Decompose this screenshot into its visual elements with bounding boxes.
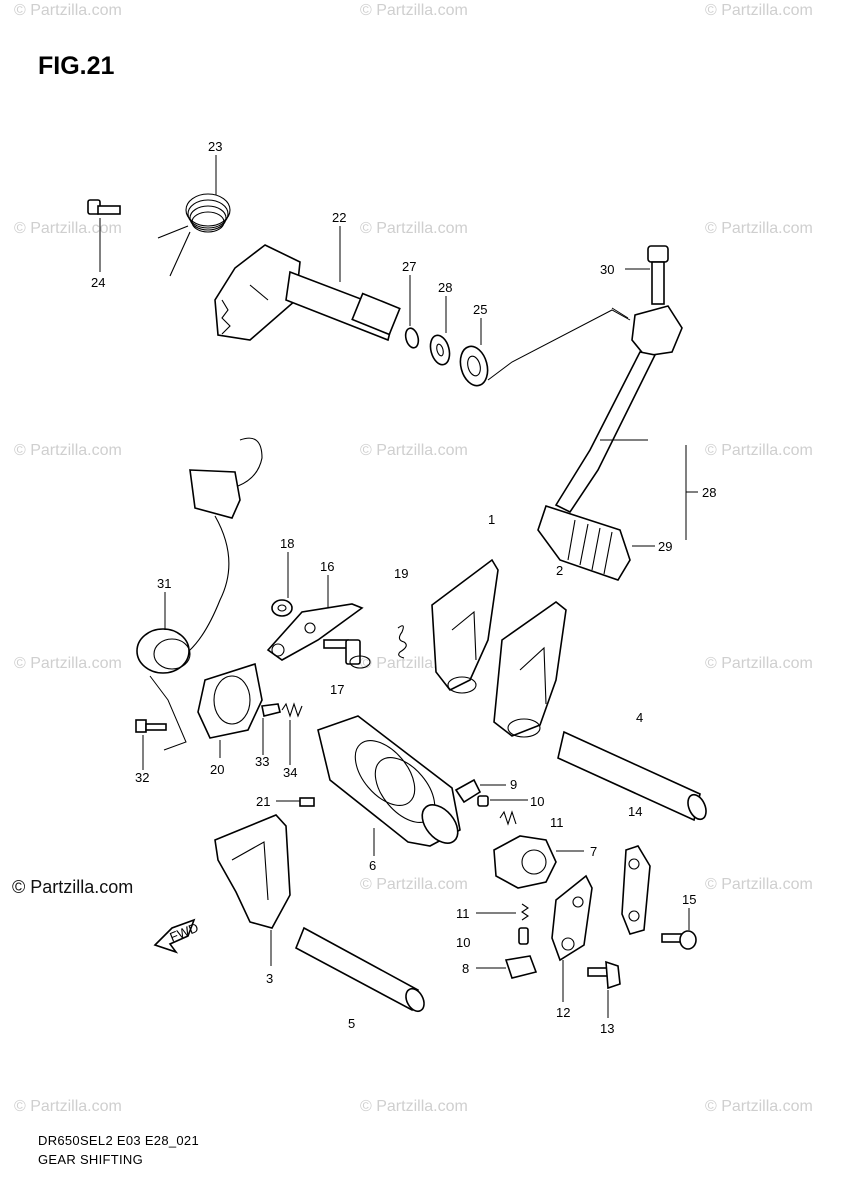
callout-25: 25: [473, 302, 487, 317]
watermark: © Partzilla.com: [360, 220, 468, 237]
watermark: © Partzilla.com: [14, 2, 122, 19]
part-32-screw[interactable]: [135, 719, 167, 733]
part-30-pedal-bolt[interactable]: [647, 245, 669, 305]
copyright-notice: © Partzilla.com: [12, 877, 134, 897]
watermark: © Partzilla.com: [705, 220, 813, 237]
part-19-spring[interactable]: [397, 625, 407, 659]
leader-line: [611, 307, 629, 319]
callout-11: 11: [550, 815, 564, 830]
part-34-spring[interactable]: [281, 702, 303, 718]
part-16-stopper-plate[interactable]: [266, 603, 364, 661]
watermark: © Partzilla.com: [705, 876, 813, 893]
callout-4: 4: [636, 710, 643, 725]
watermark: © Partzilla.com: [360, 2, 468, 19]
part-6-gearshift-cam[interactable]: [317, 715, 465, 850]
callout-24: 24: [91, 275, 105, 290]
part-21-pin[interactable]: [299, 797, 315, 807]
watermark: © Partzilla.com: [705, 2, 813, 19]
callout-20: 20: [210, 762, 224, 777]
callout-34: 34: [283, 765, 297, 780]
callout-16: 16: [320, 559, 334, 574]
callout-2: 2: [556, 563, 563, 578]
figure-title: FIG.21: [38, 52, 115, 80]
part-18-washer[interactable]: [271, 599, 293, 617]
part-10-pin-lower[interactable]: [518, 927, 529, 945]
part-stopper-plate-right[interactable]: [621, 845, 651, 935]
part-28-gearshift-lever[interactable]: [554, 305, 683, 514]
watermark: © Partzilla.com: [705, 1098, 813, 1115]
part-11-spring-lower[interactable]: [521, 903, 529, 921]
callout-30: 30: [600, 262, 614, 277]
part-7-gearshift-cam-driven-gear[interactable]: [493, 835, 557, 889]
part-1-gearshift-fork[interactable]: [431, 558, 499, 694]
part-3-gearshift-fork[interactable]: [214, 814, 291, 929]
callout-9: 9: [510, 777, 517, 792]
part-13-bolt[interactable]: [587, 960, 621, 990]
callout-13: 13: [600, 1021, 614, 1036]
part-25-oil-seal[interactable]: [456, 343, 491, 388]
callout-18: 18: [280, 536, 294, 551]
part-4-fork-shaft[interactable]: [557, 730, 710, 822]
leader-line: [149, 675, 187, 751]
callout-11-lower: 11: [456, 906, 470, 921]
callout-33: 33: [255, 754, 269, 769]
callout-28-lever: 28: [702, 485, 716, 500]
callout-28-washer: 28: [438, 280, 452, 295]
forward-arrow-label: FWD: [168, 920, 201, 945]
callout-27: 27: [402, 259, 416, 274]
callout-1: 1: [488, 512, 495, 527]
callout-3: 3: [266, 971, 273, 986]
part-8-pawl[interactable]: [504, 955, 538, 979]
part-28-washer[interactable]: [427, 333, 452, 367]
callout-8: 8: [462, 961, 469, 976]
callout-5: 5: [348, 1016, 355, 1031]
watermark: © Partzilla.com: [14, 1098, 122, 1115]
watermark: © Partzilla.com: [360, 1098, 468, 1115]
part-22-gearshift-shaft[interactable]: [214, 244, 401, 342]
part-11-spring[interactable]: [499, 810, 517, 826]
watermark: © Partzilla.com: [360, 876, 468, 893]
part-15-bolt[interactable]: [661, 930, 697, 950]
callout-14: 14: [628, 804, 642, 819]
watermark: © Partzilla.com: [14, 220, 122, 237]
part-20-gear-shift-cam-guide[interactable]: [197, 662, 263, 739]
part-10-pin[interactable]: [477, 795, 489, 807]
part-17-bolt[interactable]: [323, 639, 371, 669]
watermark: © Partzilla.com: [705, 655, 813, 672]
part-23-return-spring[interactable]: [157, 193, 231, 277]
callout-labels: 1 2 3 4 5 6 7 8 9 10 10 11 11 12 13 14 1…: [91, 139, 716, 1036]
callout-22: 22: [332, 210, 346, 225]
part-31-gear-position-switch[interactable]: [136, 437, 263, 674]
callout-10: 10: [530, 794, 544, 809]
part-2-gearshift-fork[interactable]: [493, 601, 567, 738]
part-29-pedal-rubber[interactable]: [537, 504, 631, 581]
callout-6: 6: [369, 858, 376, 873]
callout-21: 21: [256, 794, 270, 809]
callout-23: 23: [208, 139, 222, 154]
callout-7: 7: [590, 844, 597, 859]
part-5-fork-shaft[interactable]: [294, 926, 428, 1014]
model-code: DR650SEL2 E03 E28_021: [38, 1133, 199, 1148]
watermark: © Partzilla.com: [705, 442, 813, 459]
watermark: © Partzilla.com: [14, 655, 122, 672]
callout-15: 15: [682, 892, 696, 907]
callout-19: 19: [394, 566, 408, 581]
leader-line: [487, 309, 631, 381]
section-name: GEAR SHIFTING: [38, 1152, 144, 1167]
callout-17: 17: [330, 682, 344, 697]
forward-arrow-icon: FWD: [153, 918, 201, 954]
part-33-pin[interactable]: [261, 703, 281, 717]
callout-32: 32: [135, 770, 149, 785]
watermark: © Partzilla.com: [360, 442, 468, 459]
callout-29: 29: [658, 539, 672, 554]
part-24-bolt[interactable]: [87, 199, 121, 215]
callout-31: 31: [157, 576, 171, 591]
callout-12: 12: [556, 1005, 570, 1020]
callout-10-lower: 10: [456, 935, 470, 950]
part-12-gearshift-arm-stopper[interactable]: [551, 874, 593, 962]
part-27-circlip[interactable]: [404, 327, 421, 349]
watermark: © Partzilla.com: [14, 442, 122, 459]
part-9-pawl[interactable]: [454, 778, 482, 804]
